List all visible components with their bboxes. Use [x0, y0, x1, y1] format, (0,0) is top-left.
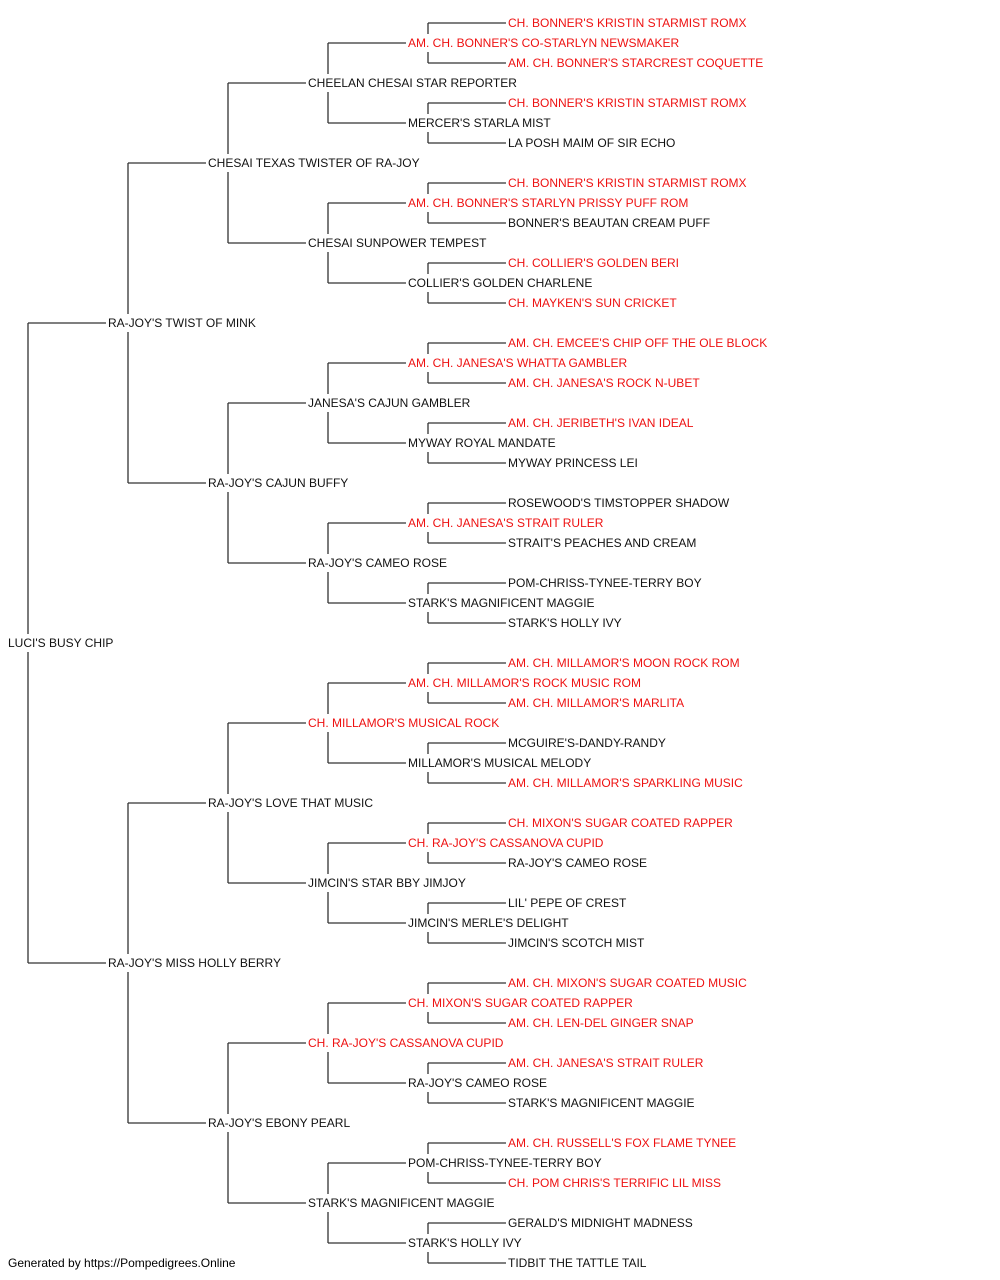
ancestor-name: CH. MIXON'S SUGAR COATED RAPPER	[408, 996, 633, 1010]
ancestor-name: RA-JOY'S TWIST OF MINK	[108, 316, 256, 330]
ancestor-name: AM. CH. BONNER'S STARCREST COQUETTE	[508, 56, 763, 70]
ancestor-name: RA-JOY'S MISS HOLLY BERRY	[108, 956, 281, 970]
ancestor-name: POM-CHRISS-TYNEE-TERRY BOY	[508, 576, 702, 590]
ancestor-name: CH. MIXON'S SUGAR COATED RAPPER	[508, 816, 733, 830]
ancestor-name: AM. CH. RUSSELL'S FOX FLAME TYNEE	[508, 1136, 736, 1150]
ancestor-name: CH. COLLIER'S GOLDEN BERI	[508, 256, 679, 270]
ancestor-name: STARK'S HOLLY IVY	[408, 1236, 522, 1250]
ancestor-name: AM. CH. BONNER'S STARLYN PRISSY PUFF ROM	[408, 196, 688, 210]
ancestor-name: CHESAI TEXAS TWISTER OF RA-JOY	[208, 156, 420, 170]
ancestor-name: AM. CH. JERIBETH'S IVAN IDEAL	[508, 416, 694, 430]
ancestor-name: RA-JOY'S CAMEO ROSE	[408, 1076, 547, 1090]
ancestor-name: CH. BONNER'S KRISTIN STARMIST ROMX	[508, 16, 747, 30]
ancestor-name: AM. CH. LEN-DEL GINGER SNAP	[508, 1016, 694, 1030]
ancestor-name: POM-CHRISS-TYNEE-TERRY BOY	[408, 1156, 602, 1170]
ancestor-name: STARK'S HOLLY IVY	[508, 616, 622, 630]
ancestor-name: CH. BONNER'S KRISTIN STARMIST ROMX	[508, 96, 747, 110]
ancestor-name: ROSEWOOD'S TIMSTOPPER SHADOW	[508, 496, 730, 510]
ancestor-name: GERALD'S MIDNIGHT MADNESS	[508, 1216, 693, 1230]
ancestor-name: AM. CH. JANESA'S WHATTA GAMBLER	[408, 356, 628, 370]
ancestor-name: AM. CH. MIXON'S SUGAR COATED MUSIC	[508, 976, 747, 990]
ancestor-name: CH. MILLAMOR'S MUSICAL ROCK	[308, 716, 499, 730]
ancestor-name: MCGUIRE'S-DANDY-RANDY	[508, 736, 666, 750]
ancestor-name: AM. CH. JANESA'S STRAIT RULER	[508, 1056, 704, 1070]
ancestor-name: JIMCIN'S MERLE'S DELIGHT	[408, 916, 569, 930]
ancestor-name: STARK'S MAGNIFICENT MAGGIE	[508, 1096, 695, 1110]
ancestor-name: MERCER'S STARLA MIST	[408, 116, 551, 130]
ancestor-name: RA-JOY'S CAJUN BUFFY	[208, 476, 348, 490]
ancestor-name: CH. MAYKEN'S SUN CRICKET	[508, 296, 677, 310]
ancestor-name: MYWAY ROYAL MANDATE	[408, 436, 556, 450]
ancestor-name: JIMCIN'S SCOTCH MIST	[508, 936, 645, 950]
ancestor-name: AM. CH. MILLAMOR'S MOON ROCK ROM	[508, 656, 740, 670]
ancestor-name: COLLIER'S GOLDEN CHARLENE	[408, 276, 592, 290]
ancestor-name: TIDBIT THE TATTLE TAIL	[508, 1256, 647, 1270]
subject-dog-name: LUCI'S BUSY CHIP	[8, 636, 113, 650]
ancestor-name: RA-JOY'S CAMEO ROSE	[508, 856, 647, 870]
ancestor-name: JIMCIN'S STAR BBY JIMJOY	[308, 876, 466, 890]
ancestor-name: STARK'S MAGNIFICENT MAGGIE	[408, 596, 595, 610]
ancestor-name: STARK'S MAGNIFICENT MAGGIE	[308, 1196, 495, 1210]
ancestor-name: CH. POM CHRIS'S TERRIFIC LIL MISS	[508, 1176, 721, 1190]
ancestor-name: CHESAI SUNPOWER TEMPEST	[308, 236, 487, 250]
ancestor-name: JANESA'S CAJUN GAMBLER	[308, 396, 471, 410]
ancestor-name: AM. CH. JANESA'S STRAIT RULER	[408, 516, 604, 530]
ancestor-name: CHEELAN CHESAI STAR REPORTER	[308, 76, 517, 90]
ancestor-name: AM. CH. MILLAMOR'S MARLITA	[508, 696, 684, 710]
ancestor-name: CH. RA-JOY'S CASSANOVA CUPID	[408, 836, 604, 850]
ancestor-name: RA-JOY'S EBONY PEARL	[208, 1116, 350, 1130]
ancestor-name: AM. CH. EMCEE'S CHIP OFF THE OLE BLOCK	[508, 336, 767, 350]
footer-credit: Generated by https://Pompedigrees.Online	[8, 1256, 236, 1270]
ancestor-name: MYWAY PRINCESS LEI	[508, 456, 638, 470]
ancestor-name: CH. BONNER'S KRISTIN STARMIST ROMX	[508, 176, 747, 190]
ancestor-name: MILLAMOR'S MUSICAL MELODY	[408, 756, 591, 770]
ancestor-name: AM. CH. MILLAMOR'S SPARKLING MUSIC	[508, 776, 743, 790]
ancestor-name: CH. RA-JOY'S CASSANOVA CUPID	[308, 1036, 504, 1050]
ancestor-name: LA POSH MAIM OF SIR ECHO	[508, 136, 675, 150]
ancestor-name: STRAIT'S PEACHES AND CREAM	[508, 536, 696, 550]
ancestor-name: RA-JOY'S CAMEO ROSE	[308, 556, 447, 570]
ancestor-name: AM. CH. JANESA'S ROCK N-UBET	[508, 376, 700, 390]
ancestor-name: LIL' PEPE OF CREST	[508, 896, 627, 910]
ancestor-name: RA-JOY'S LOVE THAT MUSIC	[208, 796, 373, 810]
ancestor-name: BONNER'S BEAUTAN CREAM PUFF	[508, 216, 710, 230]
ancestor-name: AM. CH. BONNER'S CO-STARLYN NEWSMAKER	[408, 36, 680, 50]
ancestor-name: AM. CH. MILLAMOR'S ROCK MUSIC ROM	[408, 676, 641, 690]
